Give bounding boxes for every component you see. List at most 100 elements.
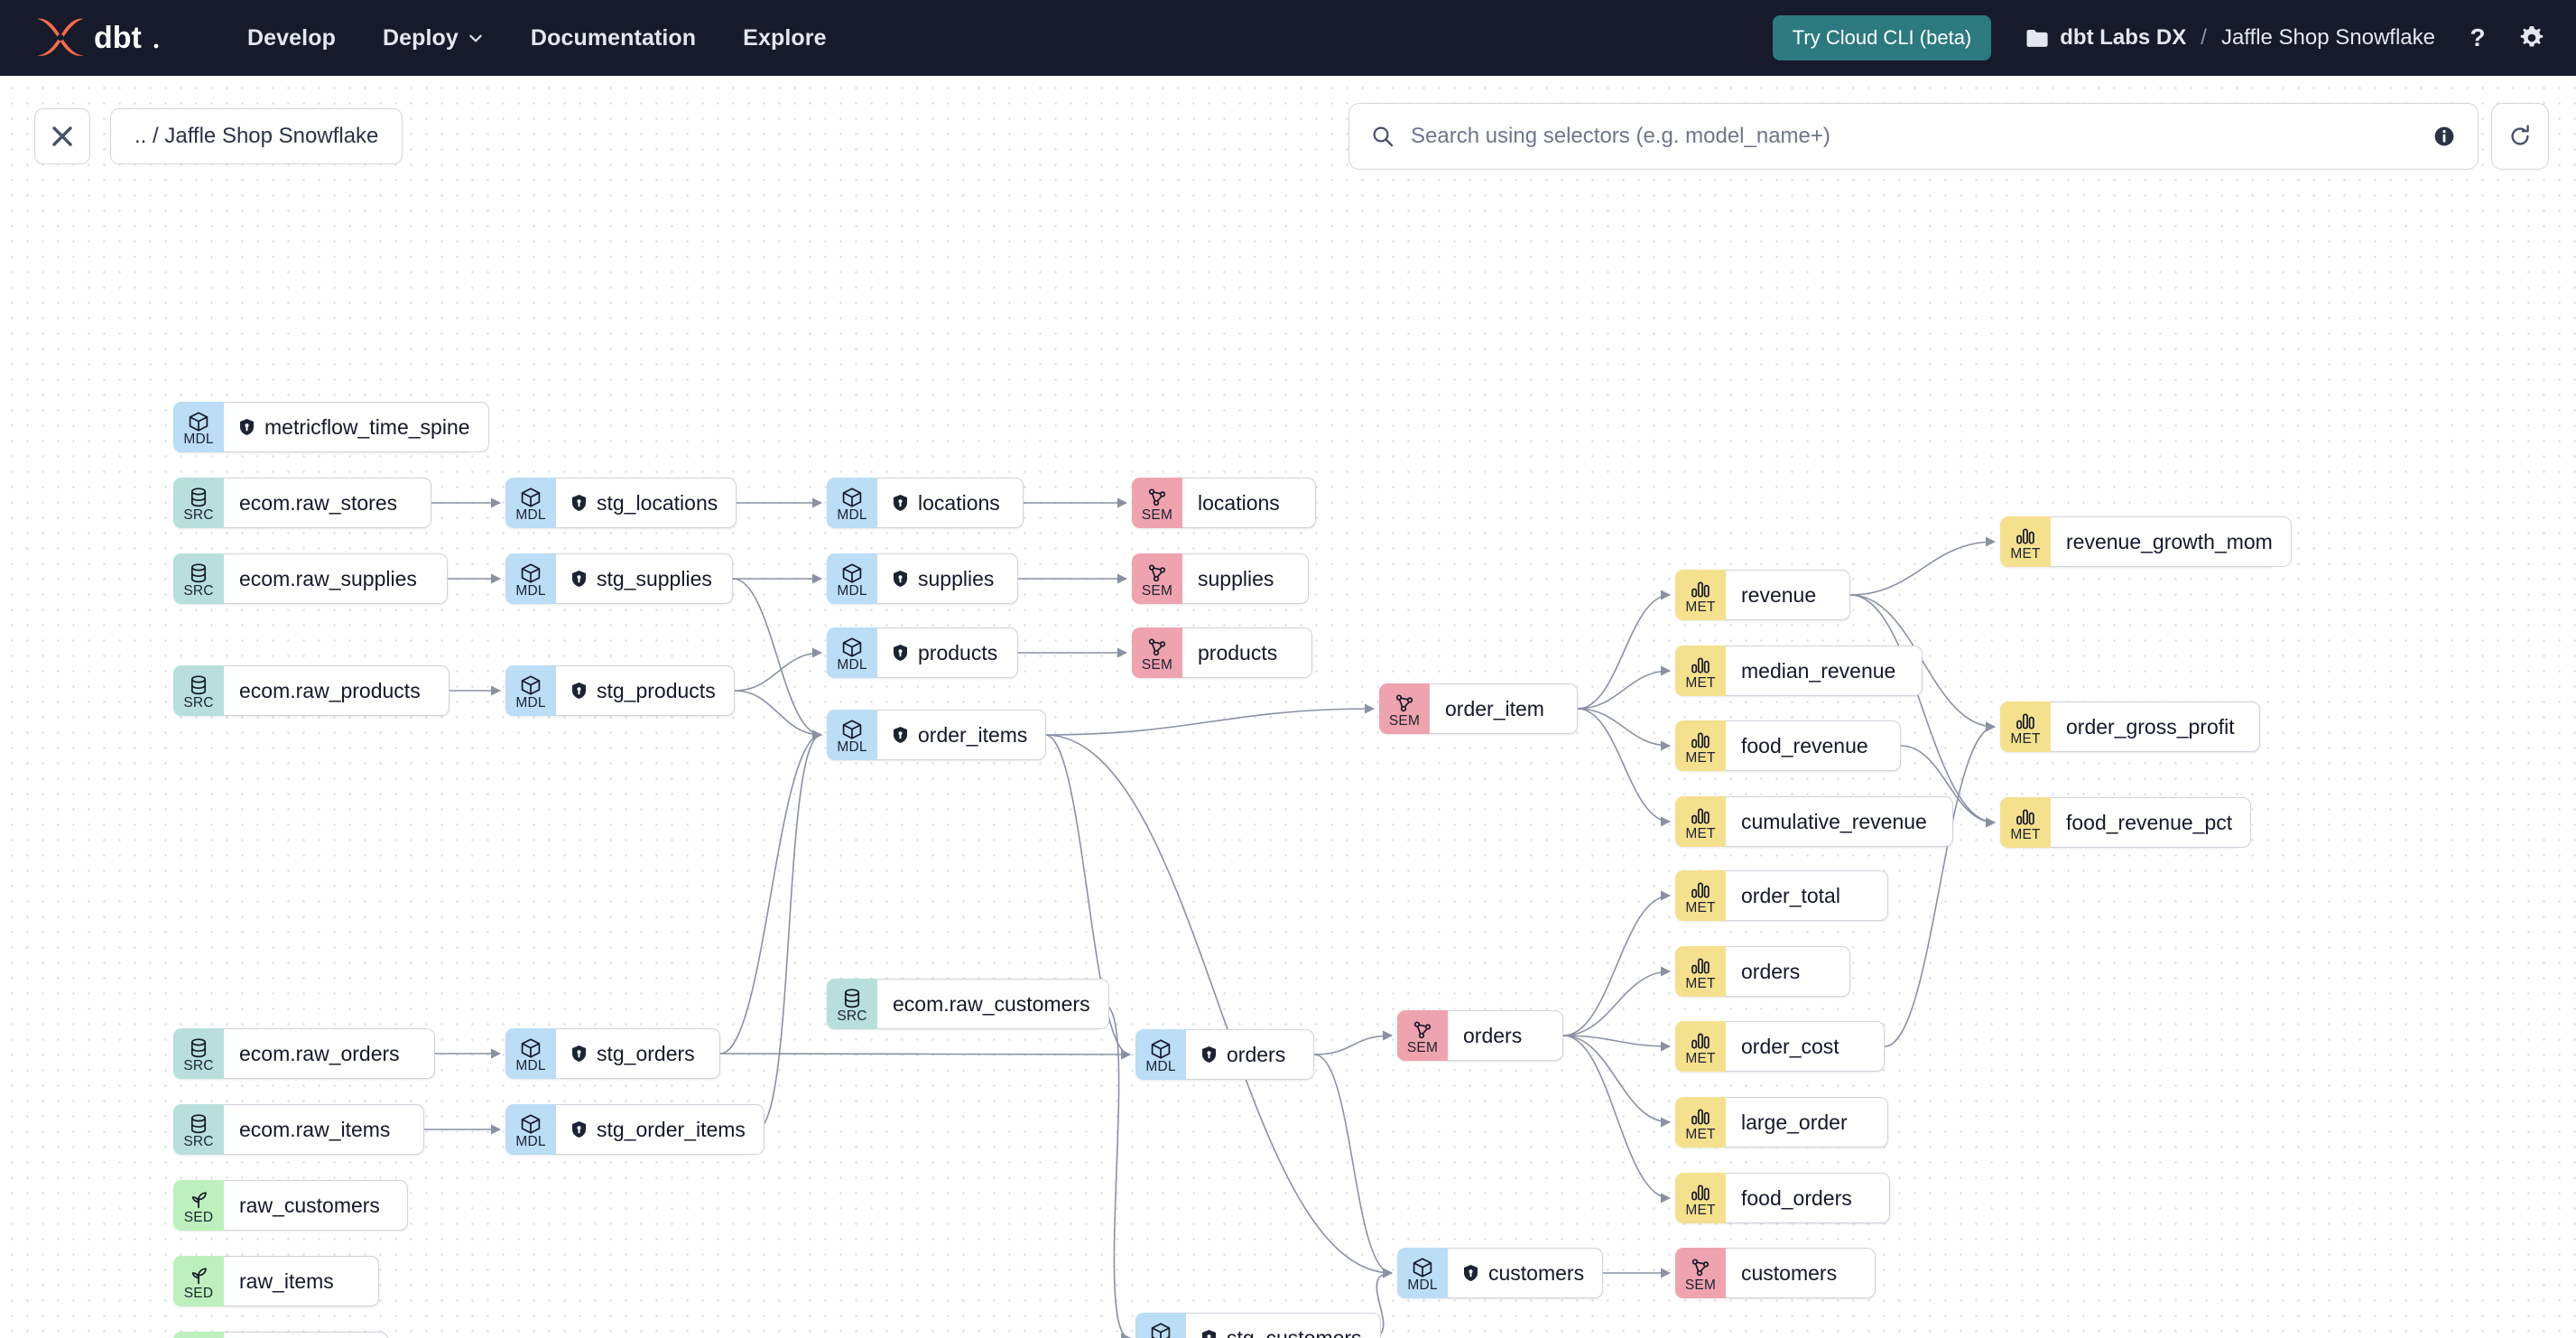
lineage-node-stg_supplies[interactable]: MDL stg_supplies bbox=[505, 553, 733, 604]
account-name[interactable]: dbt Labs DX bbox=[2060, 25, 2187, 50]
node-body: orders bbox=[1448, 1010, 1563, 1061]
nav-link-develop[interactable]: Develop bbox=[224, 16, 359, 60]
node-type-badge-mdl: MDL bbox=[173, 402, 224, 452]
breadcrumb-pill[interactable]: .. / Jaffle Shop Snowflake bbox=[110, 108, 403, 164]
question-mark-icon: ? bbox=[2469, 24, 2485, 51]
node-body: order_total bbox=[1726, 870, 1888, 921]
lineage-node-src_supplies[interactable]: SRC ecom.raw_supplies bbox=[173, 553, 448, 604]
lineage-node-mdl_order_items[interactable]: MDL order_items bbox=[827, 710, 1047, 760]
lineage-node-src_products[interactable]: SRC ecom.raw_products bbox=[173, 665, 449, 716]
lineage-node-src_items[interactable]: SRC ecom.raw_items bbox=[173, 1104, 424, 1155]
lineage-node-mdl_customers[interactable]: MDL customers bbox=[1397, 1248, 1604, 1298]
node-label: food_revenue bbox=[1741, 733, 1868, 757]
lineage-node-sem_orders[interactable]: SEM orders bbox=[1397, 1010, 1563, 1061]
node-type-label: SRC bbox=[183, 506, 214, 523]
nav-link-documentation-label: Documentation bbox=[530, 24, 697, 51]
node-body: ecom.raw_stores bbox=[224, 478, 431, 528]
cube-icon bbox=[842, 562, 862, 583]
info-circle-icon[interactable] bbox=[2432, 125, 2456, 148]
help-button[interactable]: ? bbox=[2457, 17, 2498, 59]
node-type-badge-met: MET bbox=[1675, 646, 1726, 696]
node-label: ecom.raw_products bbox=[239, 678, 421, 702]
lineage-node-mdl_orders[interactable]: MDL orders bbox=[1135, 1029, 1314, 1080]
close-lineage-button[interactable] bbox=[34, 108, 90, 164]
lineage-node-stg_locations[interactable]: MDL stg_locations bbox=[505, 478, 737, 528]
lineage-node-mdl_products[interactable]: MDL products bbox=[827, 627, 1018, 678]
lineage-node-sem_customers[interactable]: SEM customers bbox=[1675, 1248, 1876, 1298]
node-label: raw_items bbox=[239, 1268, 334, 1293]
node-body: revenue bbox=[1726, 570, 1850, 620]
lineage-nodes: MDL metricflow_time_spine SRC ecom.raw_s… bbox=[0, 76, 2576, 1338]
lineage-node-mdl_locations[interactable]: MDL locations bbox=[827, 478, 1024, 528]
lineage-node-seed_orders[interactable]: SED raw_orders bbox=[173, 1332, 388, 1338]
node-type-label: MDL bbox=[837, 656, 867, 673]
lineage-node-src_stores[interactable]: SRC ecom.raw_stores bbox=[173, 478, 431, 528]
cube-icon bbox=[521, 1037, 541, 1058]
lineage-edge-sem_order_item-to-met_revenue bbox=[1577, 590, 1672, 710]
lineage-node-sem_order_item[interactable]: SEM order_item bbox=[1379, 683, 1578, 734]
project-selector[interactable]: Jaffle Shop Snowflake bbox=[2221, 25, 2444, 51]
lineage-node-sem_products[interactable]: SEM products bbox=[1132, 627, 1312, 678]
lineage-node-met_food_revenue_pct[interactable]: MET food_revenue_pct bbox=[2000, 797, 2252, 848]
lineage-edge-met_revenue-to-met_order_gross_profit bbox=[1849, 594, 1997, 732]
chevron-down-icon bbox=[469, 34, 482, 42]
lineage-node-mdl_supplies[interactable]: MDL supplies bbox=[827, 553, 1018, 604]
lineage-node-stg_order_items[interactable]: MDL stg_order_items bbox=[505, 1104, 764, 1155]
node-type-label: MDL bbox=[837, 739, 867, 755]
nav-right-group: Try Cloud CLI (beta) dbt Labs DX / Jaffl… bbox=[1772, 15, 2553, 60]
lineage-node-src_orders[interactable]: SRC ecom.raw_orders bbox=[173, 1028, 435, 1079]
lineage-node-met_revenue[interactable]: MET revenue bbox=[1675, 570, 1850, 620]
lineage-node-stg_orders[interactable]: MDL stg_orders bbox=[505, 1028, 720, 1079]
lineage-node-metricflow_time_spine[interactable]: MDL metricflow_time_spine bbox=[173, 402, 489, 452]
node-label: products bbox=[918, 640, 998, 664]
folder-icon bbox=[2026, 30, 2048, 47]
search-input[interactable] bbox=[1411, 124, 2416, 149]
lineage-node-met_median_revenue[interactable]: MET median_revenue bbox=[1675, 646, 1923, 696]
lineage-node-met_order_cost[interactable]: MET order_cost bbox=[1675, 1021, 1885, 1072]
node-type-label: SEM bbox=[1684, 1277, 1717, 1293]
selector-search-box[interactable] bbox=[1348, 103, 2479, 170]
refresh-button[interactable] bbox=[2491, 103, 2549, 170]
lineage-node-seed_customers[interactable]: SED raw_customers bbox=[173, 1180, 408, 1231]
settings-button[interactable] bbox=[2511, 17, 2553, 59]
lineage-canvas[interactable]: .. / Jaffle Shop Snowflake bbox=[0, 76, 2576, 1338]
lineage-node-met_order_total[interactable]: MET order_total bbox=[1675, 870, 1888, 921]
nav-link-deploy[interactable]: Deploy bbox=[359, 16, 507, 60]
try-cloud-cli-button[interactable]: Try Cloud CLI (beta) bbox=[1772, 15, 1992, 60]
node-type-badge-met: MET bbox=[2000, 516, 2051, 567]
node-label: products bbox=[1198, 640, 1278, 664]
lineage-node-met_food_orders[interactable]: MET food_orders bbox=[1675, 1173, 1890, 1223]
lineage-node-stg_products[interactable]: MDL stg_products bbox=[505, 665, 735, 716]
lineage-node-met_large_order[interactable]: MET large_order bbox=[1675, 1097, 1888, 1148]
nav-link-develop-label: Develop bbox=[247, 24, 336, 51]
lineage-node-met_food_revenue[interactable]: MET food_revenue bbox=[1675, 720, 1901, 771]
dbt-brand[interactable]: dbt bbox=[32, 15, 161, 60]
node-type-badge-met: MET bbox=[1675, 1173, 1726, 1223]
lineage-node-met_cumulative_revenue[interactable]: MET cumulative_revenue bbox=[1675, 796, 1953, 847]
node-body: cumulative_revenue bbox=[1726, 796, 1953, 847]
node-label: revenue_growth_mom bbox=[2066, 529, 2273, 553]
node-body: median_revenue bbox=[1726, 646, 1923, 696]
lineage-node-src_customers[interactable]: SRC ecom.raw_customers bbox=[827, 979, 1109, 1029]
graph-nodes-icon bbox=[1148, 488, 1166, 506]
node-body: revenue_growth_mom bbox=[2051, 516, 2292, 567]
lineage-edge-met_revenue-to-met_food_revenue_pct bbox=[1849, 594, 1997, 828]
lineage-edge-met_revenue-to-met_revenue_growth_mom bbox=[1849, 536, 1997, 596]
node-body: order_cost bbox=[1726, 1021, 1885, 1072]
lineage-node-met_orders[interactable]: MET orders bbox=[1675, 946, 1850, 997]
nav-link-documentation[interactable]: Documentation bbox=[507, 16, 719, 60]
node-body: products bbox=[1182, 627, 1312, 678]
node-type-badge-mdl: MDL bbox=[1135, 1313, 1186, 1338]
lineage-node-stg_customers[interactable]: MDL stg_customers bbox=[1135, 1313, 1381, 1338]
lineage-node-met_order_gross_profit[interactable]: MET order_gross_profit bbox=[2000, 702, 2260, 752]
lineage-node-met_revenue_growth_mom[interactable]: MET revenue_growth_mom bbox=[2000, 516, 2292, 567]
lineage-edge-mdl_order_items-to-mdl_customers bbox=[1044, 734, 1394, 1278]
bar-chart-icon bbox=[1691, 732, 1710, 748]
nav-link-explore[interactable]: Explore bbox=[719, 16, 849, 60]
lineage-node-sem_locations[interactable]: SEM locations bbox=[1132, 478, 1316, 528]
lineage-node-seed_items[interactable]: SED raw_items bbox=[173, 1256, 379, 1306]
node-type-badge-src: SRC bbox=[173, 553, 224, 604]
lineage-node-sem_supplies[interactable]: SEM supplies bbox=[1132, 553, 1309, 604]
top-navbar: dbt Develop Deploy Documentation Explore… bbox=[0, 0, 2576, 76]
project-name-label: Jaffle Shop Snowflake bbox=[2220, 25, 2435, 50]
